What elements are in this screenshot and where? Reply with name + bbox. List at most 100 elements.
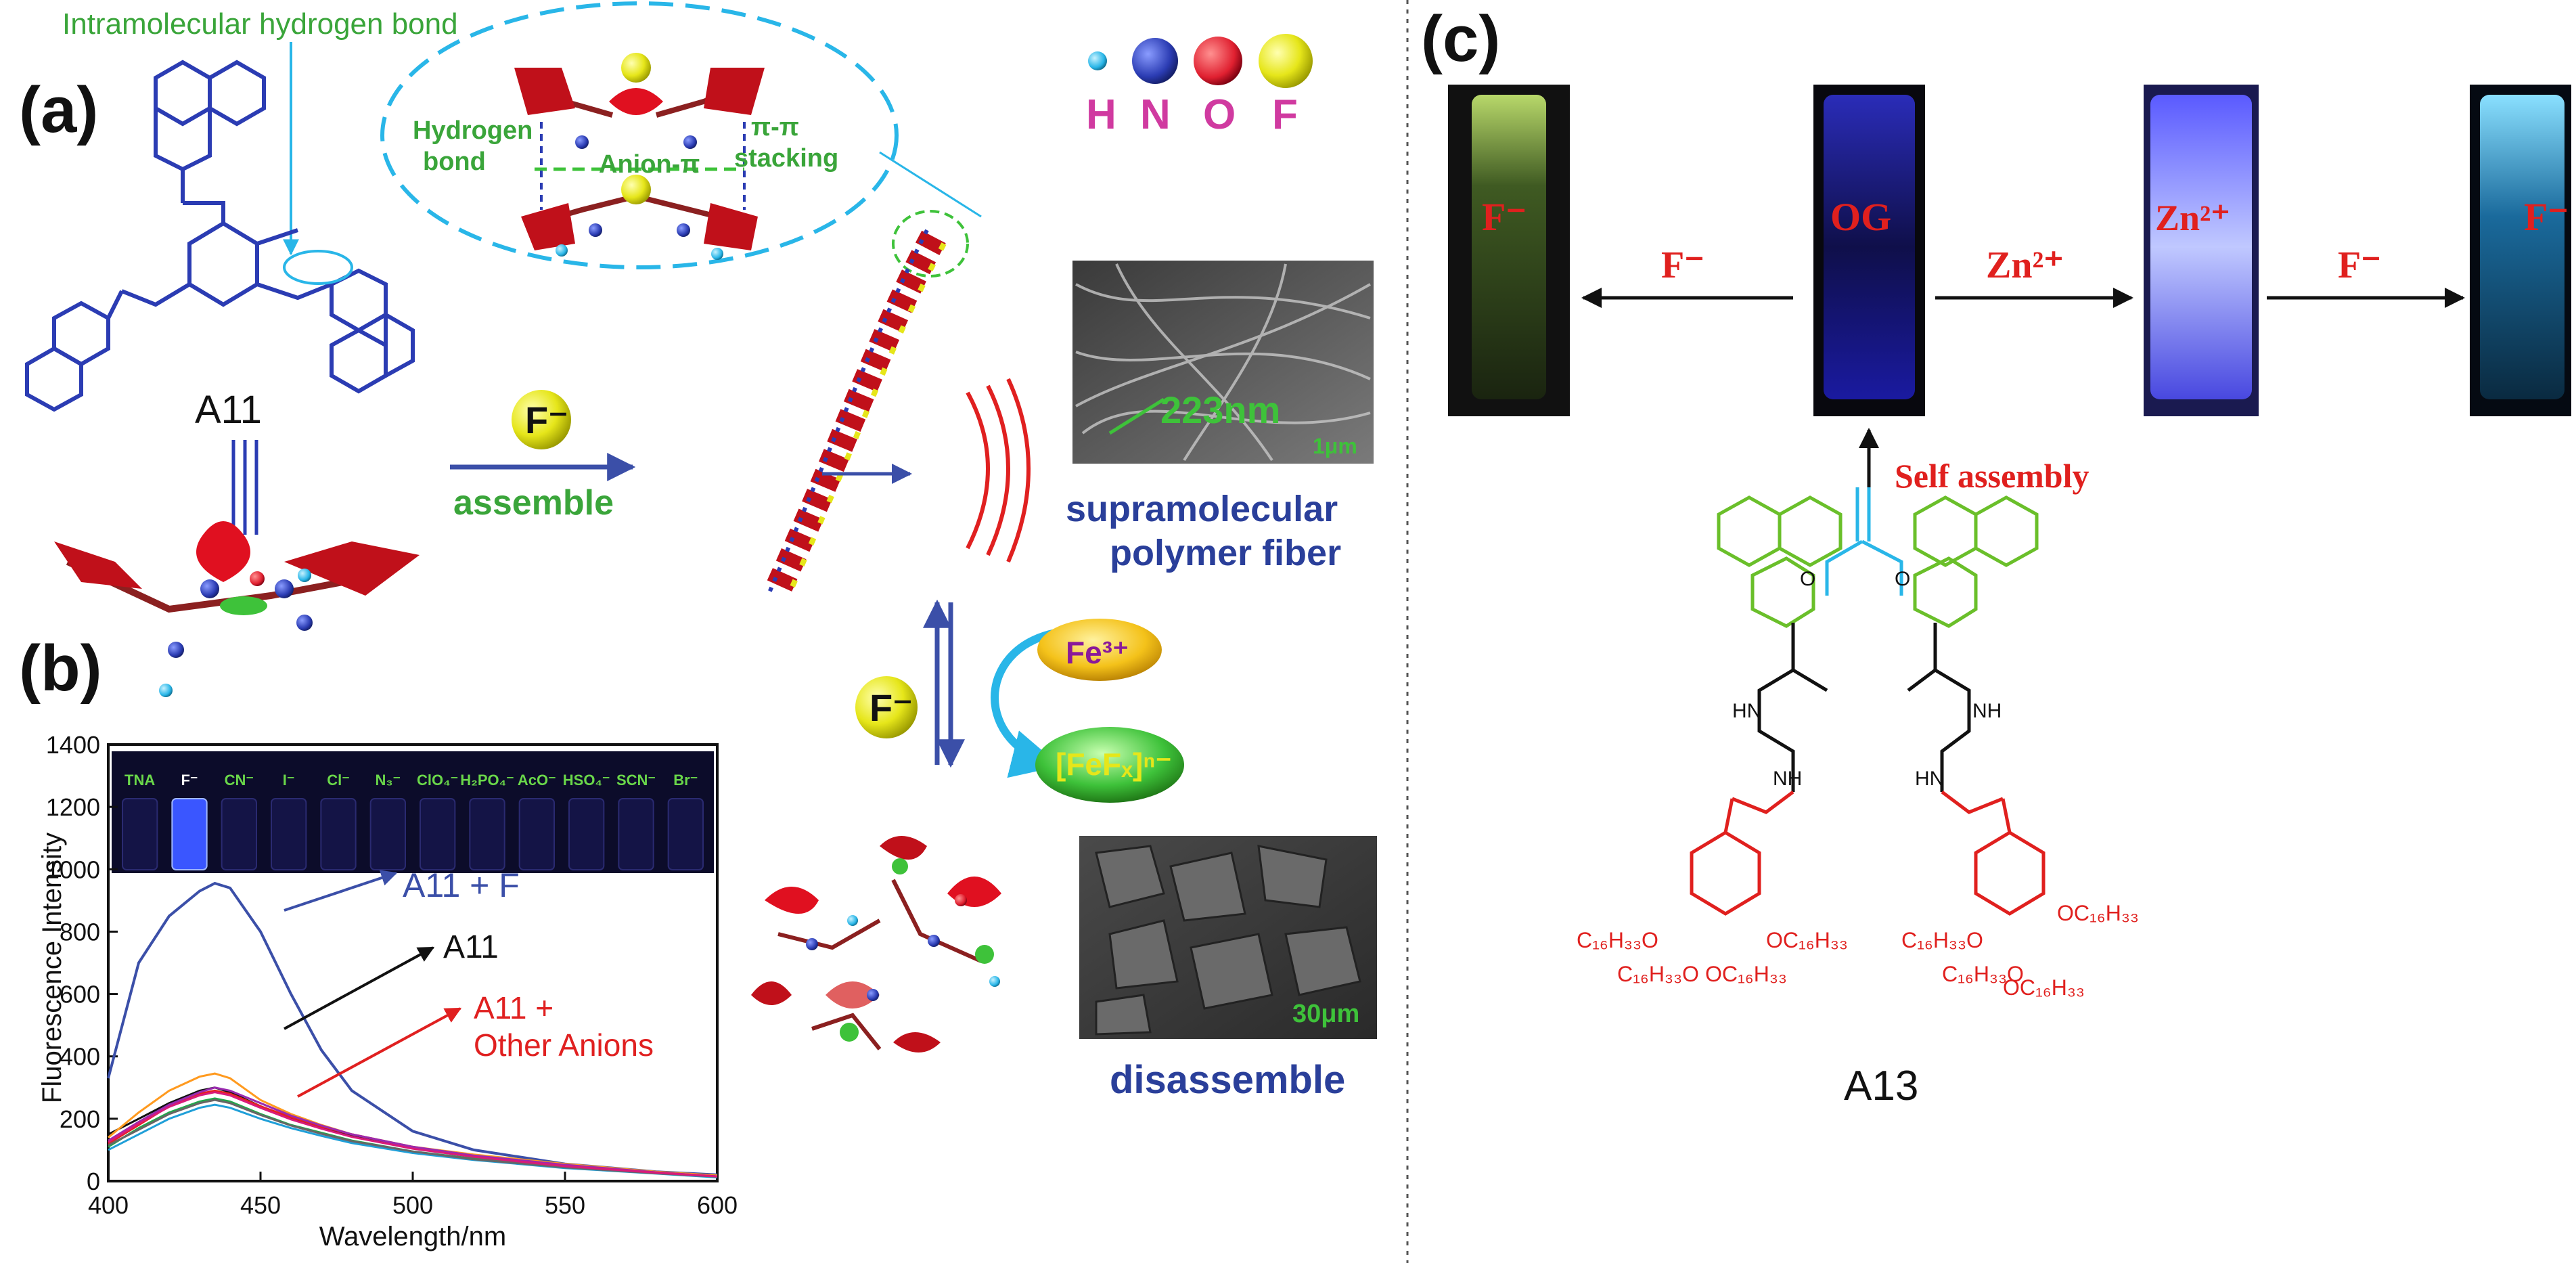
vial-label-4: Cl⁻ bbox=[327, 772, 350, 789]
y-tick-label: 400 bbox=[60, 1043, 100, 1071]
sem-223nm-label: 223nm bbox=[1160, 389, 1280, 431]
atom-hn-left: HN bbox=[1732, 700, 1761, 722]
vial-11 bbox=[667, 798, 704, 870]
alkoxy-right-3: C₁₆H₃₃O bbox=[1942, 962, 2024, 986]
a11-label: A11 bbox=[195, 388, 262, 432]
a11f-annotation: A11 + F bbox=[403, 866, 520, 904]
y-tick-label: 800 bbox=[60, 918, 100, 946]
fluoride-ion-icon-2 bbox=[855, 676, 918, 738]
x-axis-label: Wavelength/nm bbox=[319, 1222, 506, 1251]
vial-0 bbox=[122, 798, 158, 870]
y-tick-label: 1400 bbox=[46, 731, 100, 759]
vial-zn-label: Zn²⁺ bbox=[2155, 198, 2230, 238]
alkoxy-left-2: OC₁₆H₃₃ bbox=[1766, 928, 1848, 952]
vial-label-1: F⁻ bbox=[181, 772, 198, 789]
vial-label-9: HSO₄⁻ bbox=[563, 772, 610, 789]
vial-f2-label: F⁻ bbox=[2524, 195, 2569, 239]
panel-c-label: (c) bbox=[1421, 3, 1500, 75]
a11f-annotation-arrow bbox=[284, 870, 398, 912]
series-lines bbox=[107, 881, 718, 1178]
disassemble-label: disassemble bbox=[1110, 1058, 1345, 1102]
vial-4 bbox=[320, 798, 357, 870]
y-tick-label: 200 bbox=[60, 1105, 100, 1133]
atom-sphere-icon bbox=[1088, 51, 1107, 70]
alkoxy-left-3: C₁₆H₃₃O bbox=[1617, 962, 1699, 986]
vial-label-5: N₃⁻ bbox=[375, 772, 401, 789]
atom-sphere-icon bbox=[1259, 34, 1313, 88]
x-tick-label: 500 bbox=[392, 1191, 433, 1219]
assemble-label: assemble bbox=[453, 483, 614, 523]
sem-crystal-texture bbox=[1095, 845, 1361, 1036]
fefx-label: [FeFₓ]ⁿ⁻ bbox=[1056, 747, 1172, 782]
x-tick-label: 450 bbox=[240, 1191, 281, 1219]
atom-o-right: O bbox=[1895, 568, 1910, 590]
atom-legend: H N O F bbox=[1086, 34, 1313, 138]
alkoxy-right-4: OC₁₆H₃₃ bbox=[2003, 975, 2085, 1000]
a11-annotation-arrow bbox=[284, 946, 435, 1030]
sem-fiber-image bbox=[1072, 261, 1374, 464]
vial-7 bbox=[469, 798, 505, 870]
other-annotation-1: A11 + bbox=[474, 990, 553, 1025]
fe-cycle-arrow bbox=[991, 629, 1060, 778]
y-tick-label: 600 bbox=[60, 981, 100, 1009]
arrow-zn-label: Zn²⁺ bbox=[1986, 244, 2064, 286]
fiber-label-1: supramolecular bbox=[1066, 489, 1338, 529]
vial-label-7: H₂PO₄⁻ bbox=[460, 772, 514, 789]
other-annotation-arrow bbox=[297, 1007, 462, 1098]
series-line-0 bbox=[107, 881, 718, 1176]
scattered-molecules bbox=[751, 836, 1001, 1052]
legend-atom-n: N bbox=[1140, 91, 1171, 138]
atom-sphere-icon bbox=[1132, 38, 1178, 84]
fiber-label-2: polymer fiber bbox=[1110, 533, 1341, 573]
vial-3 bbox=[271, 798, 307, 870]
x-tick-label: 550 bbox=[545, 1191, 585, 1219]
y-tick-label: 1200 bbox=[46, 793, 100, 821]
vial-photo-zn bbox=[2144, 85, 2259, 416]
vial-og-label: OG bbox=[1830, 195, 1891, 239]
triple-bond-equivalence bbox=[231, 440, 258, 535]
f-ion-label: F⁻ bbox=[525, 399, 568, 441]
atom-o-left: O bbox=[1800, 568, 1815, 590]
alkoxy-left-4: OC₁₆H₃₃ bbox=[1705, 962, 1787, 986]
panel-c: (c) F⁻ OG Zn²⁺ F⁻ F⁻ Zn²⁺ F⁻ Self as bbox=[1421, 3, 2571, 1109]
sem-30um-label: 30μm bbox=[1292, 1000, 1359, 1028]
vial-6 bbox=[420, 798, 456, 870]
series-line-6 bbox=[108, 1103, 718, 1178]
vial-label-0: TNA bbox=[125, 772, 155, 789]
vial-1 bbox=[171, 798, 208, 870]
fe3-label: Fe³⁺ bbox=[1066, 635, 1129, 670]
f-ion-label-2: F⁻ bbox=[869, 686, 913, 729]
intramolecular-hbond-callout: Intramolecular hydrogen bond bbox=[62, 7, 458, 41]
self-assembly-label: Self assembly bbox=[1895, 457, 2089, 495]
vial-label-3: I⁻ bbox=[283, 772, 295, 789]
series-line-8 bbox=[108, 1091, 718, 1178]
vial-label-6: ClO₄⁻ bbox=[417, 772, 458, 789]
series-line-7 bbox=[108, 1099, 718, 1178]
vial-photo-f2 bbox=[2470, 85, 2571, 416]
a13-label: A13 bbox=[1844, 1063, 1918, 1109]
alkoxy-left-1: C₁₆H₃₃O bbox=[1577, 928, 1658, 952]
vial-f1-label: F⁻ bbox=[1482, 195, 1527, 239]
atom-sphere-icon bbox=[1194, 37, 1242, 85]
inset-model bbox=[514, 53, 765, 260]
alkoxy-right-1: C₁₆H₃₃O bbox=[1901, 928, 1983, 952]
atom-nh-right: NH bbox=[1972, 700, 2002, 722]
x-tick-label: 400 bbox=[88, 1191, 129, 1219]
panel-b-label: (b) bbox=[19, 632, 102, 705]
series-line-2 bbox=[108, 1072, 718, 1177]
helix-fiber bbox=[765, 229, 947, 597]
sem-fiber-texture bbox=[1075, 263, 1371, 462]
zoom-line bbox=[879, 151, 982, 218]
a13-structure bbox=[1690, 487, 2046, 916]
fluoride-ion-icon bbox=[512, 390, 571, 449]
a11-annotation: A11 bbox=[443, 929, 499, 965]
atom-nh-left: NH bbox=[1773, 768, 1802, 790]
vial-5 bbox=[369, 798, 407, 870]
fe3-oval bbox=[1037, 619, 1162, 681]
legend-atom-o: O bbox=[1203, 91, 1236, 138]
sem-1um-label: 1μm bbox=[1313, 434, 1357, 458]
alkoxy-right-2: OC₁₆H₃₃ bbox=[2057, 901, 2139, 925]
